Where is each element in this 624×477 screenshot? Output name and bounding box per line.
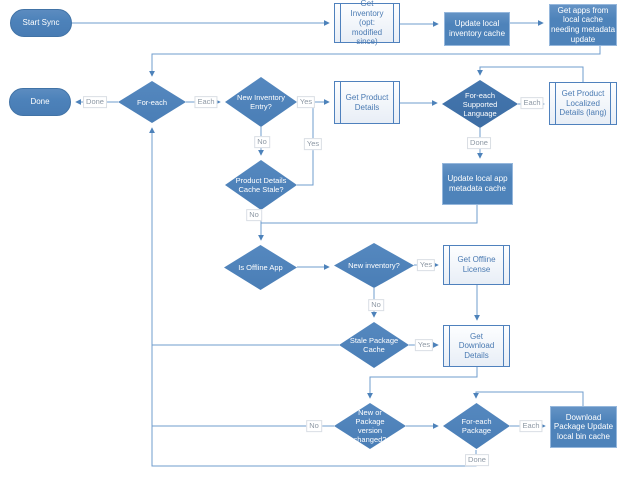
edge-label-new-entry-yes: Yes	[296, 96, 316, 108]
update-app-metadata-node[interactable]: Update local app metadata cache	[442, 163, 513, 205]
download-package-label: Download Package Update local bin cache	[553, 412, 614, 441]
edge-label-foreach-done: Done	[83, 96, 107, 108]
stale-package-cache-label: Stale Package Cache	[349, 336, 399, 354]
get-product-details-node[interactable]: Get Product Details	[334, 81, 400, 124]
start-sync-label: Start Sync	[22, 18, 60, 28]
edge-label-foreach-each: Each	[194, 96, 218, 108]
connector-download-details-to-package-changed	[367, 367, 478, 399]
get-offline-license-label: Get Offline License	[457, 255, 496, 274]
foreach-package-label: For-each Package	[461, 417, 492, 435]
connector-loopback-to-foreach	[149, 127, 477, 467]
edge-label-cache-stale-no: No	[246, 209, 262, 221]
update-app-metadata-label: Update local app metadata cache	[447, 174, 508, 193]
get-apps-label: Get apps from local cache needing metada…	[550, 5, 616, 44]
get-localized-details-node[interactable]: Get Product Localized Details (lang)	[549, 82, 617, 125]
get-apps-node[interactable]: Get apps from local cache needing metada…	[549, 4, 617, 46]
edge-label-package-changed-no: No	[306, 420, 322, 432]
get-product-details-label: Get Product Details	[345, 92, 389, 112]
is-offline-app-label: Is Offline App	[238, 263, 283, 272]
get-offline-license-node[interactable]: Get Offline License	[443, 245, 510, 285]
connector-download-package-loopback	[473, 391, 584, 406]
download-package-node[interactable]: Download Package Update local bin cache	[550, 406, 617, 448]
edge-label-new-inventory-no: No	[368, 299, 384, 311]
foreach-entry-label: For-each	[136, 97, 167, 107]
package-changed-label: New or Package version changed?	[353, 408, 387, 444]
connector-get-apps-to-foreach	[149, 46, 601, 77]
foreach-language-label: For-each Supported Language	[462, 90, 498, 118]
new-inventory-entry-label: New Inventory Entry?	[237, 93, 285, 111]
get-localized-details-label: Get Product Localized Details (lang)	[559, 89, 607, 118]
edge-label-new-entry-no: No	[254, 136, 270, 148]
done-node[interactable]: Done	[9, 88, 71, 116]
update-inventory-cache-node[interactable]: Update local inventory cache	[444, 12, 510, 46]
edge-label-cache-stale-yes: Yes	[303, 138, 323, 150]
done-label: Done	[30, 97, 50, 107]
edge-label-foreach-package-each: Each	[519, 420, 543, 432]
edge-label-language-done: Done	[467, 137, 491, 149]
edge-label-foreach-package-done: Done	[465, 454, 489, 466]
edge-label-stale-package-yes: Yes	[414, 339, 434, 351]
connector-localized-loopback	[477, 66, 584, 82]
edge-label-new-inventory-yes: Yes	[416, 259, 436, 271]
connector-update-metadata-down	[261, 205, 478, 224]
get-download-details-node[interactable]: Get Download Details	[443, 325, 510, 367]
get-inventory-node[interactable]: Get Inventory (opt: modified since)	[334, 0, 400, 46]
update-inventory-cache-label: Update local inventory cache	[448, 19, 506, 38]
start-sync-node[interactable]: Start Sync	[10, 9, 72, 37]
get-inventory-label: Get Inventory (opt: modified since)	[350, 0, 384, 47]
get-download-details-label: Get Download Details	[458, 331, 495, 360]
edge-label-language-each: Each	[520, 97, 544, 109]
details-cache-stale-label: Product Details Cache Stale?	[235, 176, 287, 194]
connector-cache-stale-yes	[297, 103, 314, 186]
new-inventory-label: New inventory?	[348, 261, 400, 270]
